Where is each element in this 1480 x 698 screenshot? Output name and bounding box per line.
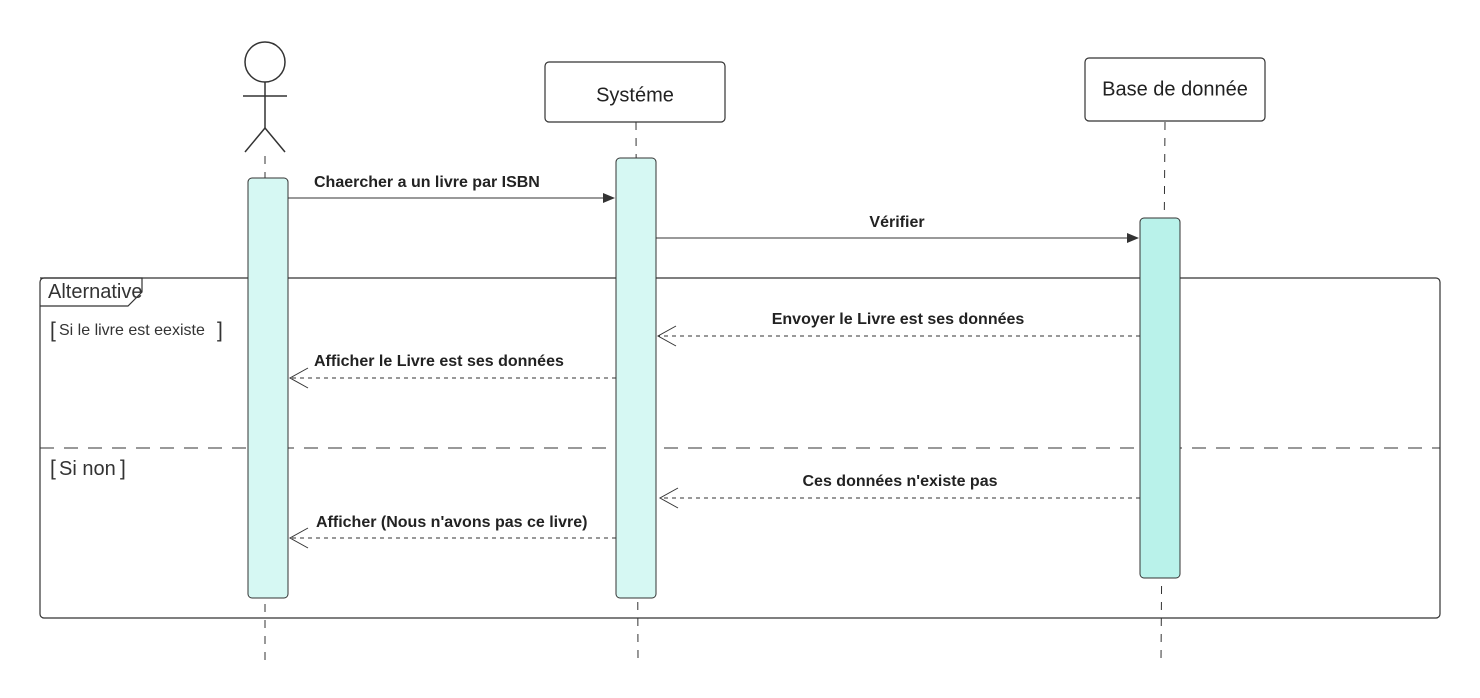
message-search-book-label: Chaercher a un livre par ISBN <box>314 174 540 191</box>
system-activation-bar <box>615 157 657 599</box>
message-verify: Vérifier <box>656 214 1139 243</box>
message-send-book-data-label: Envoyer le Livre est ses données <box>772 311 1025 328</box>
alt-fragment-operator-tab <box>40 277 143 307</box>
participant-database-label: Base de donnée <box>1102 78 1248 100</box>
guard-condition-1-text: Si le livre est eexiste <box>59 322 205 339</box>
guard-condition-2-text: Si non <box>59 458 116 480</box>
message-display-book-data-label: Afficher le Livre est ses données <box>314 353 564 370</box>
message-send-book-data: Envoyer le Livre est ses données <box>656 311 1140 347</box>
participant-database[interactable]: Base de donnée <box>1084 57 1266 122</box>
message-display-not-available-label: Afficher (Nous n'avons pas ce livre) <box>316 514 587 531</box>
message-data-not-exist: Ces données n'existe pas <box>658 473 1140 509</box>
message-display-not-available: Afficher (Nous n'avons pas ce livre) <box>288 514 616 549</box>
guard-condition-2: [ Si non ] <box>50 457 126 480</box>
guard-condition-1: [ Si le livre est eexiste ] <box>50 319 223 342</box>
actor-stick-figure-icon <box>243 41 287 153</box>
message-data-not-exist-label: Ces données n'existe pas <box>803 473 998 490</box>
participant-system-label: Systéme <box>596 84 674 106</box>
message-display-book-data: Afficher le Livre est ses données <box>288 353 616 389</box>
database-activation-bar <box>1139 217 1181 579</box>
message-search-book: Chaercher a un livre par ISBN <box>288 174 615 203</box>
participant-system[interactable]: Systéme <box>544 61 726 123</box>
svg-text:]: ] <box>217 319 223 342</box>
alt-fragment-operator-label: Alternative <box>48 281 143 303</box>
svg-text:[: [ <box>50 457 56 480</box>
svg-text:[: [ <box>50 319 56 342</box>
message-verify-label: Vérifier <box>869 214 924 231</box>
alt-fragment-frame: Alternative <box>39 277 1441 619</box>
svg-text:]: ] <box>120 457 126 480</box>
actor-activation-bar <box>247 177 289 599</box>
